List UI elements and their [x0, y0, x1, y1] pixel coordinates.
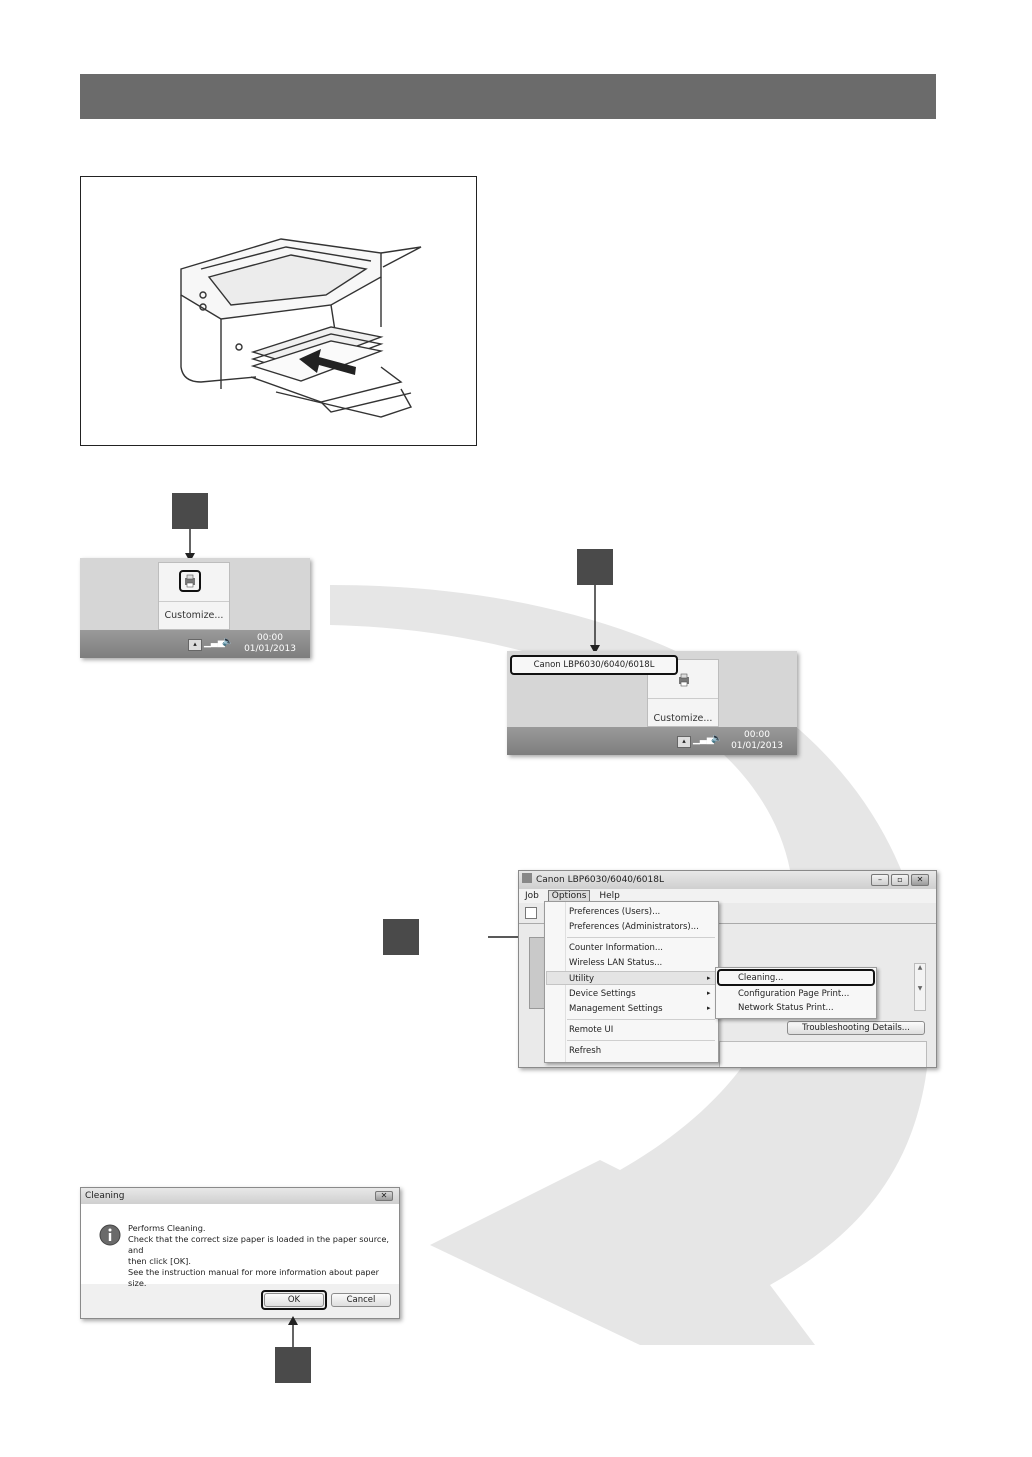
maximize-button[interactable]: ▫ — [891, 874, 909, 886]
clock-time: 00:00 — [257, 633, 283, 643]
dialog-message-line-3: then click [OK]. — [128, 1256, 191, 1266]
dialog-titlebar: Cleaning — [81, 1188, 399, 1204]
printer-status-window: Canon LBP6030/6040/6018L – ▫ ✕ Job Optio… — [518, 870, 937, 1068]
menu-item-cleaning[interactable]: Cleaning... — [738, 973, 784, 983]
step-marker-1 — [172, 493, 208, 529]
step-1-pointer-arrow — [185, 529, 195, 562]
minimize-button[interactable]: – — [871, 874, 889, 886]
status-scrollbar[interactable]: ▲▼ — [914, 963, 926, 1011]
cancel-button[interactable]: Cancel — [331, 1293, 391, 1307]
network-signal-icon: ▁▃▅ — [204, 638, 225, 648]
submenu-arrow-icon: ▸ — [707, 974, 711, 982]
menu-item-utility[interactable]: Utility — [569, 974, 595, 984]
printer-paper-loading-illustration — [180, 238, 422, 418]
dialog-message: Performs Cleaning. Check that the correc… — [128, 1223, 393, 1289]
dialog-close-button[interactable]: ✕ — [375, 1191, 393, 1201]
window-titlebar: Canon LBP6030/6040/6018L — [519, 871, 936, 889]
dialog-message-line-1: Performs Cleaning. — [128, 1223, 206, 1233]
ok-button-highlight — [261, 1290, 327, 1310]
dialog-message-line-4: See the instruction manual for more info… — [128, 1267, 380, 1288]
flow-arrow-shape — [330, 585, 930, 1345]
menu-item-preferences-users[interactable]: Preferences (Users)... — [569, 907, 661, 917]
menu-item-device-settings[interactable]: Device Settings — [569, 989, 636, 999]
tray-overflow-popup: Customize... — [647, 659, 719, 727]
menu-item-wireless-lan-status[interactable]: Wireless LAN Status... — [569, 958, 663, 968]
popup-divider — [159, 601, 229, 602]
menu-help[interactable]: Help — [599, 891, 620, 901]
cleaning-dialog: Cleaning ✕ Performs Cleaning. Check that… — [80, 1187, 400, 1319]
window-title: Canon LBP6030/6040/6018L — [536, 875, 664, 885]
ok-button[interactable]: OK — [264, 1293, 324, 1307]
taskbar-tray-screenshot-1: Customize... ▴ ▁▃▅ 🔈 00:00 01/01/2013 — [80, 558, 310, 658]
submenu-arrow-icon: ▸ — [707, 989, 711, 997]
close-button[interactable]: ✕ — [911, 874, 929, 886]
printer-illustration-box — [80, 176, 477, 446]
menu-item-preferences-administrators[interactable]: Preferences (Administrators)... — [569, 922, 699, 932]
options-dropdown-menu: Preferences (Users)... Preferences (Admi… — [544, 901, 719, 1063]
troubleshooting-details-button[interactable]: Troubleshooting Details... — [787, 1021, 925, 1035]
clock-time: 00:00 — [744, 730, 770, 740]
step-2-pointer-arrow — [590, 585, 600, 654]
step-marker-3 — [383, 919, 419, 955]
section-header-bar — [80, 74, 936, 119]
menu-item-management-settings[interactable]: Management Settings — [569, 1004, 663, 1014]
customize-link[interactable]: Customize... — [164, 610, 224, 621]
printer-tooltip[interactable]: Canon LBP6030/6040/6018L — [510, 655, 678, 675]
utility-submenu: Cleaning... Configuration Page Print... … — [715, 967, 877, 1019]
dialog-message-line-2: Check that the correct size paper is loa… — [128, 1234, 390, 1255]
show-hidden-icons-button[interactable]: ▴ — [188, 639, 202, 651]
show-hidden-icons-button[interactable]: ▴ — [677, 736, 691, 748]
menu-item-configuration-page-print[interactable]: Configuration Page Print... — [738, 989, 850, 999]
menu-options[interactable]: Options — [547, 890, 591, 902]
menu-item-network-status-print[interactable]: Network Status Print... — [738, 1003, 834, 1013]
taskbar-tray-screenshot-2: Customize... Canon LBP6030/6040/6018L ▴ … — [507, 651, 797, 755]
volume-icon: 🔈 — [222, 637, 234, 647]
dialog-content-area — [81, 1204, 399, 1284]
step-4-pointer-arrow — [288, 1316, 298, 1348]
menu-job[interactable]: Job — [525, 891, 539, 901]
volume-icon: 🔈 — [711, 734, 723, 744]
info-icon — [99, 1224, 121, 1246]
popup-divider — [648, 698, 718, 699]
taskbar: ▴ ▁▃▅ 🔈 00:00 01/01/2013 — [80, 630, 310, 658]
toolbar-divider — [519, 923, 936, 924]
printer-status-icon — [185, 574, 195, 588]
dialog-title: Cleaning — [85, 1191, 125, 1201]
clock: 00:00 01/01/2013 — [729, 730, 785, 752]
printer-tray-icon-highlight[interactable] — [179, 570, 201, 592]
clock-date: 01/01/2013 — [244, 644, 296, 654]
tray-overflow-popup: Customize... — [158, 562, 230, 630]
menubar: Job Options Help — [519, 889, 936, 903]
menu-item-counter-information[interactable]: Counter Information... — [569, 943, 663, 953]
network-signal-icon: ▁▃▅ — [693, 735, 714, 745]
menu-separator — [567, 1019, 715, 1020]
customize-link[interactable]: Customize... — [653, 713, 713, 724]
menu-separator — [567, 1040, 715, 1041]
printer-status-icon[interactable] — [676, 672, 692, 688]
menu-item-remote-ui[interactable]: Remote UI — [569, 1025, 614, 1035]
app-icon — [522, 873, 532, 883]
step-marker-4 — [275, 1347, 311, 1383]
menu-item-cleaning-highlight — [717, 969, 875, 986]
step-marker-2 — [577, 549, 613, 585]
menu-item-refresh[interactable]: Refresh — [569, 1046, 602, 1056]
status-detail-panel — [719, 1041, 927, 1067]
taskbar: ▴ ▁▃▅ 🔈 00:00 01/01/2013 — [507, 727, 797, 755]
menu-separator — [567, 937, 715, 938]
submenu-arrow-icon: ▸ — [707, 1004, 711, 1012]
clock-date: 01/01/2013 — [731, 741, 783, 751]
clock: 00:00 01/01/2013 — [242, 633, 298, 655]
toolbar-list-icon[interactable] — [525, 907, 537, 919]
